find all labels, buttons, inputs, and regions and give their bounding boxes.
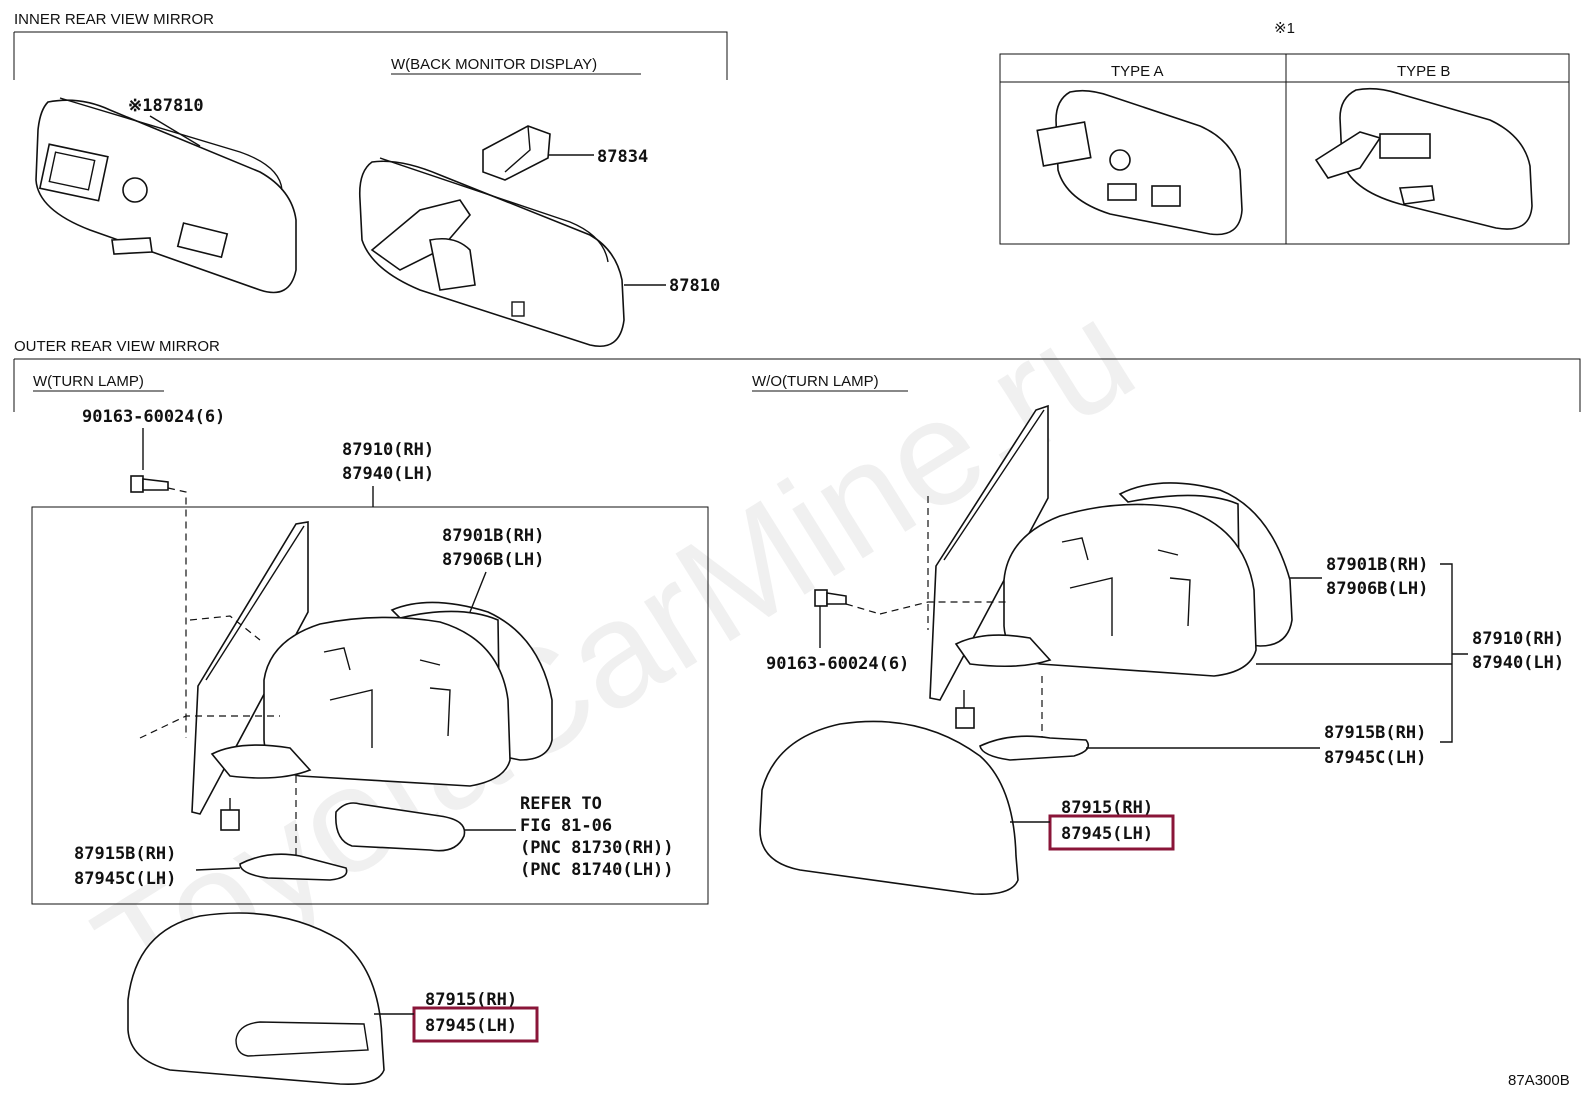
label-bolt-right: 90163-60024(6) <box>766 654 909 674</box>
leader-inner-mirror-ref <box>149 115 201 147</box>
dash-bolt-left <box>167 487 187 738</box>
turn-lamp-left <box>335 802 466 852</box>
mirror-housing-left <box>210 616 511 787</box>
mirror-housing-right <box>954 503 1257 677</box>
refer-text-4: (PNC 81740(LH)) <box>520 860 674 880</box>
label-assy-left-rh: 87910(RH) <box>342 440 434 460</box>
type-b-mirror <box>1314 87 1533 230</box>
bracket-assy-right <box>1256 563 1468 743</box>
inner-section-title: INNER REAR VIEW MIRROR <box>14 11 214 28</box>
outer-left-variant-label: W(TURN LAMP) <box>33 373 144 390</box>
label-mirror-right-lh: 87906B(LH) <box>1326 579 1428 599</box>
dash-lines-right <box>879 496 1043 742</box>
bolt-right <box>814 589 847 607</box>
highlight-cap-left <box>412 1006 539 1043</box>
highlight-cap-right <box>1048 814 1175 851</box>
inner-variant-label: W(BACK MONITOR DISPLAY) <box>391 56 597 73</box>
label-mirror-left-lh: 87906B(LH) <box>442 550 544 570</box>
mirror-glass-left <box>390 601 553 761</box>
label-cover-clip: 87834 <box>597 147 648 167</box>
outer-right-variant-label: W/O(TURN LAMP) <box>752 373 879 390</box>
inner-section-bracket <box>13 31 728 80</box>
type-b-label: TYPE B <box>1397 63 1450 80</box>
inner-mirror-back-monitor <box>358 157 625 347</box>
label-inner-mirror-ref: ※187810 <box>128 96 204 116</box>
figure-code: 87A300B <box>1508 1072 1570 1089</box>
type-table <box>999 53 1570 245</box>
leader-cover-part-left <box>195 867 241 871</box>
inner-mirror-standard <box>35 97 297 294</box>
label-assy-left-lh: 87940(LH) <box>342 464 434 484</box>
outer-section-title: OUTER REAR VIEW MIRROR <box>14 338 220 355</box>
label-cover-part-right-lh: 87945C(LH) <box>1324 748 1426 768</box>
label-cap-right-lh: 87945(LH) <box>1061 824 1153 844</box>
dash-bolt-right <box>845 603 881 615</box>
type-a-mirror <box>1036 89 1243 236</box>
label-cap-left-lh: 87945(LH) <box>425 1016 517 1036</box>
label-assy-right-lh: 87940(LH) <box>1472 653 1564 673</box>
mirror-base-left <box>191 521 309 831</box>
mirror-base-right <box>929 404 1049 729</box>
leader-mirror-left <box>469 571 487 613</box>
bolt-left <box>130 475 169 493</box>
note-marker: ※1 <box>1274 20 1295 37</box>
refer-text-3: (PNC 81730(RH)) <box>520 838 674 858</box>
dash-lines-left <box>139 615 297 862</box>
label-cover-part-right-rh: 87915B(RH) <box>1324 723 1426 743</box>
cover-part-right <box>979 735 1090 761</box>
label-cover-part-left-lh: 87945C(LH) <box>74 869 176 889</box>
label-cap-right-rh: 87915(RH) <box>1061 798 1153 818</box>
cover-part-left <box>239 853 348 881</box>
cover-clip-part <box>482 125 551 181</box>
outer-section-bracket <box>13 358 1581 412</box>
refer-text-2: FIG 81-06 <box>520 816 612 836</box>
mirror-cap-right <box>759 720 1019 896</box>
label-cap-left-rh: 87915(RH) <box>425 990 517 1010</box>
label-inner-mirror: 87810 <box>669 276 720 296</box>
label-mirror-right-rh: 87901B(RH) <box>1326 555 1428 575</box>
label-assy-right-rh: 87910(RH) <box>1472 629 1564 649</box>
type-a-label: TYPE A <box>1111 63 1164 80</box>
assy-left-box <box>31 506 709 905</box>
mirror-cap-left <box>127 912 385 1086</box>
label-bolt-left: 90163-60024(6) <box>82 407 225 427</box>
label-cover-part-left-rh: 87915B(RH) <box>74 844 176 864</box>
label-mirror-left-rh: 87901B(RH) <box>442 526 544 546</box>
refer-text-1: REFER TO <box>520 794 602 814</box>
